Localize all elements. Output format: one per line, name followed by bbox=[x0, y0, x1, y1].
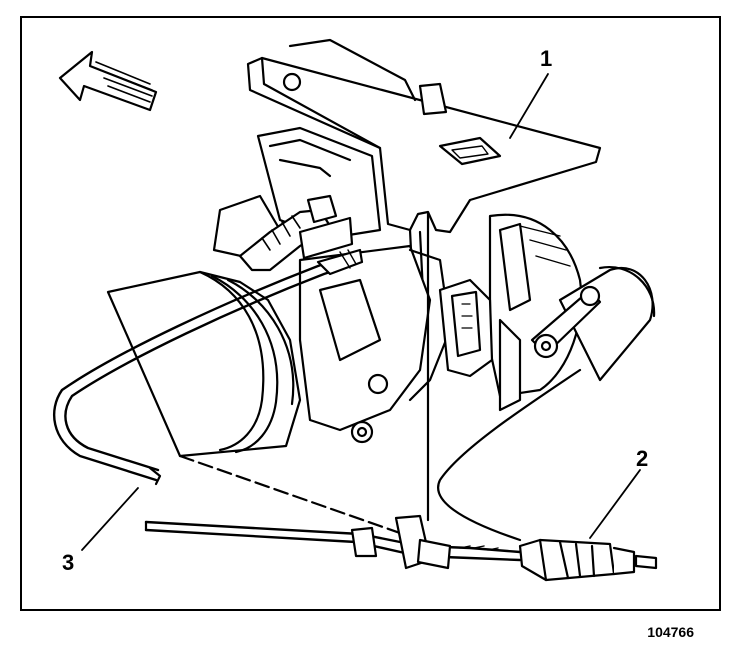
leader-line-1 bbox=[509, 73, 549, 139]
throttle-cable bbox=[53, 248, 364, 486]
direction-arrow-icon bbox=[58, 50, 158, 112]
air-intake-duct bbox=[106, 270, 302, 458]
callout-2: 2 bbox=[636, 446, 649, 471]
throttle-body bbox=[212, 126, 452, 444]
throttle-lever-drum bbox=[438, 213, 656, 412]
throttle-cable-bracket bbox=[246, 38, 602, 314]
cable-connector bbox=[518, 538, 658, 582]
leader-lines bbox=[81, 73, 641, 551]
figure-number: 104766 bbox=[647, 624, 694, 640]
vacuum-hoses bbox=[238, 194, 354, 272]
callout-1: 1 bbox=[540, 46, 553, 71]
lower-cables bbox=[144, 212, 582, 570]
leader-line-3 bbox=[81, 487, 139, 551]
callout-3: 3 bbox=[62, 550, 75, 575]
leader-line-2 bbox=[589, 469, 641, 539]
